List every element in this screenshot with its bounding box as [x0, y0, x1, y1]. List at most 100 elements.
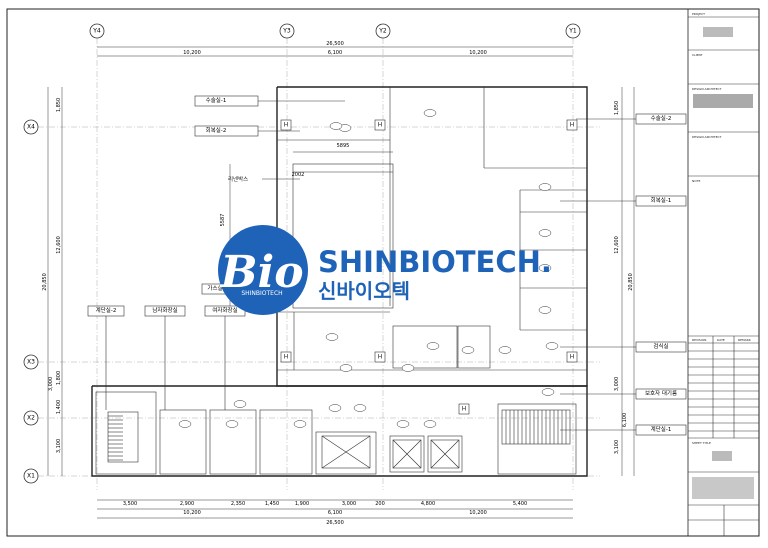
- dim-left-seg-5: 1,400: [56, 400, 62, 414]
- door-tag: [339, 364, 353, 372]
- door-tag: [178, 420, 192, 428]
- svg-text:Y2: Y2: [378, 28, 387, 35]
- svg-text:검식실: 검식실: [653, 342, 668, 350]
- label-recovery1: 회복실-1: [635, 195, 687, 207]
- svg-text:H: H: [284, 354, 289, 361]
- grid-columns: Y4 Y3 Y2 Y1: [89, 23, 581, 490]
- door-tag: [538, 306, 552, 314]
- svg-text:Y1: Y1: [568, 28, 577, 35]
- dim-left-seg-4: 3,000: [48, 377, 54, 391]
- dim-right-seg-5: 3,100: [614, 440, 620, 454]
- dim-inner-height: 5587: [220, 214, 226, 227]
- label-surgery2: 수술실-2: [635, 113, 687, 125]
- svg-text:X4: X4: [27, 124, 35, 131]
- logo-mark-sub: SHINBIOTECH: [241, 290, 282, 297]
- dim-left-seg-1: 1,850: [56, 98, 62, 112]
- door-tag: [353, 404, 367, 412]
- door-tag: [225, 420, 239, 428]
- door-tag: [538, 264, 552, 272]
- svg-text:H: H: [378, 354, 383, 361]
- grid-bubble-y4: Y4: [89, 23, 105, 39]
- svg-text:X1: X1: [27, 473, 35, 480]
- door-tag: [538, 183, 552, 191]
- logo-circle: [218, 225, 308, 315]
- dim-bot-seg-9: 5,400: [513, 501, 527, 507]
- grid-bubble-y2: Y2: [375, 23, 391, 39]
- dim-right-seg-2: 12,600: [614, 236, 620, 254]
- door-tag: [325, 333, 339, 341]
- grid-bubble-x4: X4: [23, 119, 39, 135]
- label-guardian: 보호자 대기룸: [635, 388, 687, 400]
- grid-bubble-y1: Y1: [565, 23, 581, 39]
- tb-architect2-label: DESIGN ARCHITECT: [692, 135, 722, 139]
- tb-rev-h2: DATE: [717, 338, 725, 342]
- dim-inner-small: 2002: [292, 172, 305, 178]
- dim-left-seg-6: 3,100: [56, 439, 62, 453]
- dim-bot-seg-6: 3,000: [342, 501, 356, 507]
- tb-stamp-blurred: [692, 477, 754, 499]
- tb-rev-h3: REMARK: [738, 338, 752, 342]
- dim-top-seg-1: 10,200: [183, 50, 201, 56]
- grid-bubble-x3: X3: [23, 354, 39, 370]
- door-tag: [401, 364, 415, 372]
- tb-client-label: CLIENT: [692, 53, 703, 57]
- logo-name-ko: 신바이오텍: [318, 279, 410, 303]
- svg-text:Y3: Y3: [282, 28, 291, 35]
- svg-text:Y4: Y4: [92, 28, 101, 35]
- dim-inner-width: 5895: [337, 143, 350, 149]
- label-linen-box: 리넨박스: [228, 175, 248, 183]
- tb-architect-label: DESIGN ARCHITECT: [692, 87, 722, 91]
- svg-text:X2: X2: [27, 415, 35, 422]
- door-tag: [426, 342, 440, 350]
- right-dimensions: 1,850 12,600 20,850 3,000 6,100 3,100: [614, 87, 635, 476]
- tb-sheet-title-label: SHEET TITLE: [692, 441, 711, 445]
- door-tag: [545, 342, 559, 350]
- svg-text:H: H: [378, 122, 383, 129]
- svg-text:수술실-1: 수술실-1: [206, 96, 227, 104]
- svg-text:회복실-1: 회복실-1: [651, 196, 672, 204]
- dim-right-seg-3: 3,000: [614, 377, 620, 391]
- dim-bot-half-1: 10,200: [183, 510, 201, 516]
- door-tags: [178, 109, 559, 428]
- label-stair1: 계단실-1: [635, 424, 687, 436]
- revision-table: [688, 350, 759, 432]
- label-male-wc: 남자화장실: [144, 305, 186, 317]
- tb-architect-blurred: [693, 94, 753, 108]
- stair-2: [107, 411, 139, 463]
- label-recovery2: 회복실-2: [194, 125, 259, 137]
- dim-top-total: 26,500: [326, 41, 344, 47]
- dim-right-seg-1: 1,850: [614, 101, 620, 115]
- grid-bubble-x1: X1: [23, 468, 39, 484]
- svg-text:회복실-2: 회복실-2: [206, 126, 227, 134]
- door-tag: [498, 346, 512, 354]
- grid-bubble-y3: Y3: [279, 23, 295, 39]
- tb-project-blurred: [703, 27, 733, 37]
- stair-1: [501, 409, 571, 445]
- dim-bot-half-2: 6,100: [328, 510, 342, 516]
- door-tag: [461, 346, 475, 354]
- dim-bot-seg-2: 2,900: [180, 501, 194, 507]
- tb-rev-h1: REVISION: [692, 338, 706, 342]
- door-tag: [423, 109, 437, 117]
- svg-text:수술실-2: 수술실-2: [651, 114, 672, 122]
- svg-text:계단실-1: 계단실-1: [651, 425, 672, 433]
- dim-top-seg-2: 6,100: [328, 50, 342, 56]
- dim-right-seg-4: 6,100: [622, 413, 628, 427]
- dim-bot-seg-3: 2,350: [231, 501, 245, 507]
- svg-text:X3: X3: [27, 359, 35, 366]
- column-marks: H H H H H H H: [280, 119, 578, 415]
- bottom-dimensions: 3,500 2,900 2,350 1,450 1,900 3,000 200 …: [97, 499, 573, 526]
- door-tag: [233, 400, 247, 408]
- label-inspection: 검식실: [635, 341, 687, 353]
- svg-text:계단실-2: 계단실-2: [96, 306, 117, 314]
- sheet-border: [6, 8, 760, 537]
- svg-text:H: H: [462, 406, 467, 413]
- door-tag: [293, 420, 307, 428]
- svg-text:H: H: [284, 122, 289, 129]
- label-surgery1: 수술실-1: [194, 95, 259, 107]
- dim-left-seg-2: 12,600: [56, 236, 62, 254]
- dim-top-seg-3: 10,200: [469, 50, 487, 56]
- tb-project-label: PROJECT: [692, 12, 705, 16]
- svg-text:여자화장실: 여자화장실: [212, 306, 237, 314]
